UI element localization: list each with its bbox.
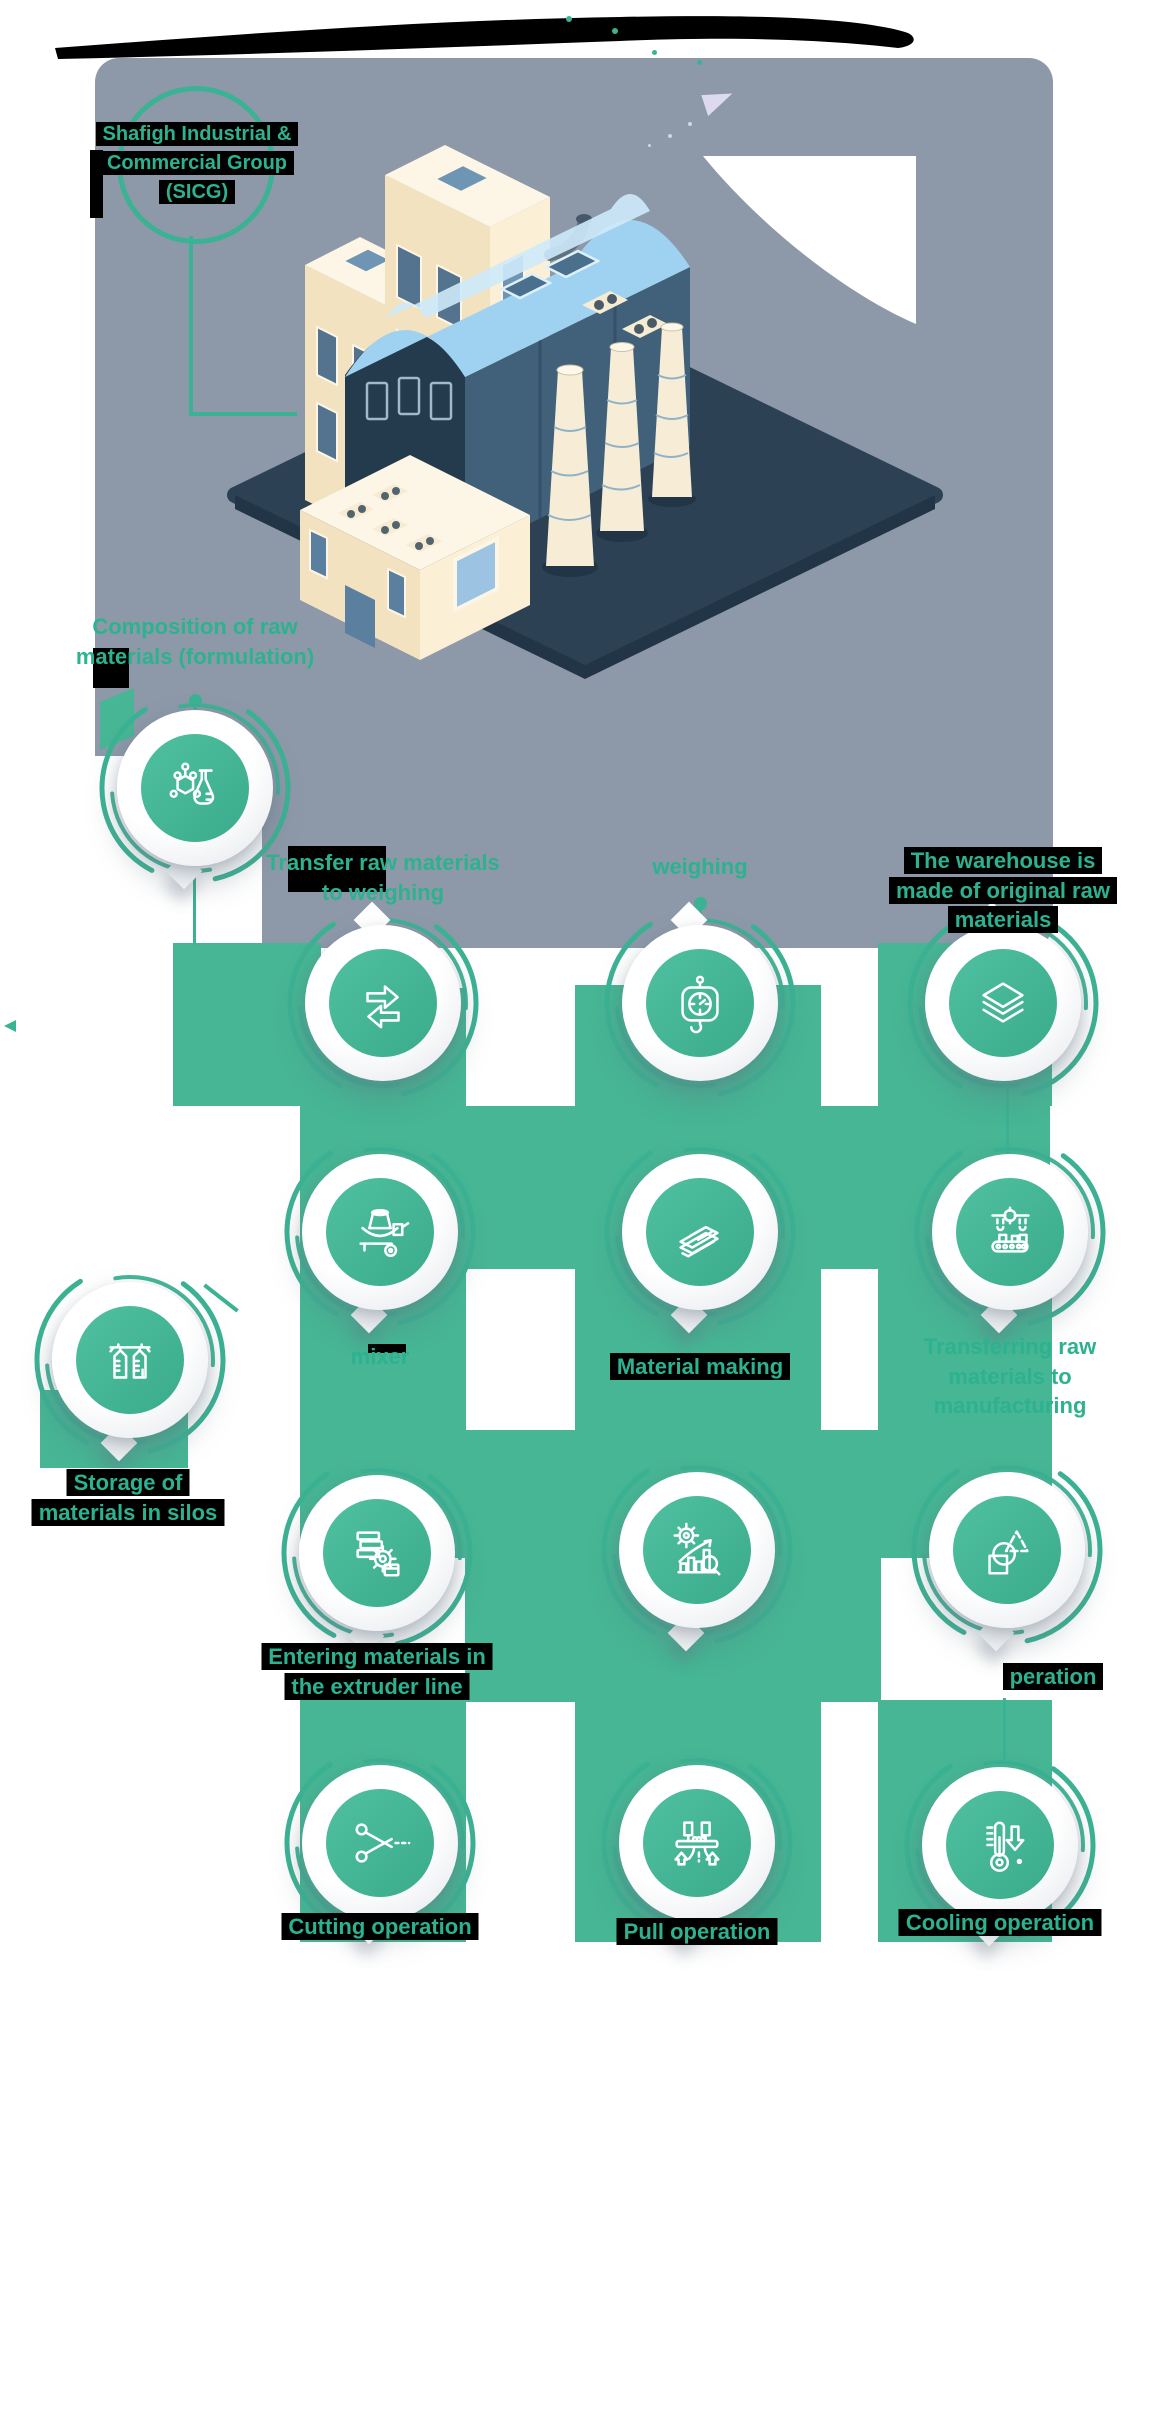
node-label-silos: Storage of materials in silos [26,1468,231,1527]
node-process-analysis [597,1450,797,1652]
node-transfer-manufacturing [910,1132,1110,1334]
concrete-mixer-icon [326,1178,434,1286]
conveyor-robotic-arms-icon [956,1178,1064,1286]
transfer-arrows-icon [329,949,437,1057]
node-warehouse [903,901,1103,1103]
silos-icon [76,1306,184,1414]
extruder-stack-gear-icon [323,1499,431,1607]
geometric-shapes-icon [953,1496,1061,1604]
gear-growth-chart-icon [643,1496,751,1604]
page-title: Shafigh Industrial & Commercial Group (S… [92,120,302,207]
edge-arrow-mark [4,1020,16,1032]
node-silos [30,1260,230,1462]
node-transfer-weighing [283,901,483,1103]
node-cutting [280,1743,480,1945]
scissors-icon [326,1789,434,1897]
node-material-making [600,1132,800,1334]
node-label-warehouse: The warehouse is made of original raw ma… [877,846,1129,935]
node-mixer [280,1132,480,1334]
hanging-scale-icon [646,949,754,1057]
title-connector [189,236,193,416]
node-extruder [277,1453,477,1655]
node-pull [597,1743,797,1945]
node-label-transfer-manufacturing: Transferring raw materials to manufactur… [923,1334,1097,1419]
node-label-weighing: weighing [652,854,748,879]
chemistry-flask-icon [141,734,249,842]
material-planks-icon [646,1178,754,1286]
node-label-transfer-weighing: Transfer raw materials to weighing [266,850,500,905]
node-weighing [600,901,800,1103]
title-connector-arm [189,412,297,416]
node-label-composition: Composition of raw materials (formulatio… [75,614,315,669]
thermometer-cooling-icon [946,1791,1054,1899]
node-label-extruder: Entering materials in the extruder line [250,1642,505,1701]
node-label-cooling: Cooling operation [873,1908,1128,1938]
node-label-material-making: Material making [590,1352,810,1382]
stacked-layers-icon [949,949,1057,1057]
node-label-pull: Pull operation [590,1917,805,1947]
pull-bar-icon [643,1789,751,1897]
node-forming [907,1450,1107,1652]
node-label-cutting: Cutting operation [253,1912,508,1942]
node-cooling [900,1745,1100,1947]
node-composition [95,688,295,890]
factory-illustration [227,145,943,679]
node-label-mixer: mixer [350,1344,410,1369]
node-label-forming: peration [978,1662,1128,1692]
node-arc-ring [99,692,291,884]
